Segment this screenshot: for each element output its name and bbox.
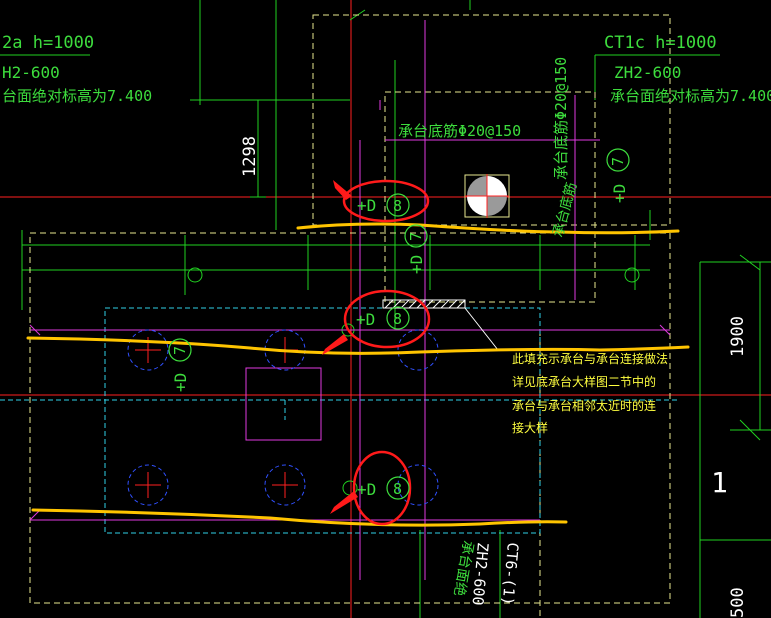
ct-right-pile: ZH2-600	[614, 63, 681, 82]
beam-outlines	[0, 307, 680, 534]
markup-arrows	[322, 180, 358, 514]
connection-hatch	[382, 299, 499, 351]
bottom-text-3: CT6-(1)	[499, 542, 522, 607]
beam-tag-2-num: 7	[407, 232, 425, 241]
right-bottom-num: 500	[728, 587, 748, 618]
beam-tag-5-prefix: +D	[357, 480, 376, 499]
right-mid-num: 1	[711, 466, 728, 499]
markup-annotations	[342, 179, 431, 526]
note-line-4: 接大样	[512, 420, 548, 435]
beam-tag-4-num: 7	[171, 346, 189, 355]
rebar-horizontal-label: 承台底筋Φ20@150	[398, 122, 521, 140]
note-line-3: 承台与承台相邻太近时的连	[512, 398, 656, 413]
ct-left-elev: 台面绝对标高为7.400	[2, 87, 152, 105]
pile-crosshairs	[135, 337, 298, 498]
beam-tag-1-num: 8	[393, 197, 402, 215]
note-line-2: 详见底承台大样图二节中的	[512, 374, 656, 389]
beam-tag-5-num: 8	[393, 480, 402, 498]
column-symbol-icon[interactable]	[464, 174, 510, 218]
ct-left-type: 2a h=1000	[2, 33, 94, 53]
beam-tag-2-prefix: +D	[407, 255, 426, 274]
note-line-1: 此填充示承台与承台连接做法	[512, 351, 668, 366]
ct-right-type: CT1c h=1000	[604, 33, 717, 53]
beam-tag-circles	[168, 148, 630, 500]
highlight-lines	[26, 222, 690, 527]
footing-outlines	[29, 14, 671, 618]
bottom-text-2: ZH2-600	[469, 542, 492, 607]
ct-right-elev: 承台面绝对标高为7.400	[610, 87, 771, 105]
beam-tag-1-prefix: +D	[357, 196, 376, 215]
beam-tag-4-prefix: +D	[171, 373, 190, 392]
beam-tag-3-num: 8	[393, 310, 402, 328]
ct-left-pile: H2-600	[2, 63, 60, 82]
pile-circles	[127, 329, 439, 506]
beam-tag-6-num: 7	[609, 157, 627, 166]
rebar-vertical-mid-label: 承台底筋	[549, 181, 580, 239]
drawing-text: 2a h=1000 H2-600 台面绝对标高为7.400 CT1c h=100…	[2, 33, 771, 618]
dim-right: 1900	[728, 316, 748, 357]
dim-left: 1298	[240, 136, 260, 177]
beam-tag-3-prefix: +D	[356, 310, 375, 329]
rebar-vertical-top-label: 承台底筋Φ20@150	[552, 57, 570, 180]
beam-tag-6-prefix: +D	[610, 184, 629, 203]
